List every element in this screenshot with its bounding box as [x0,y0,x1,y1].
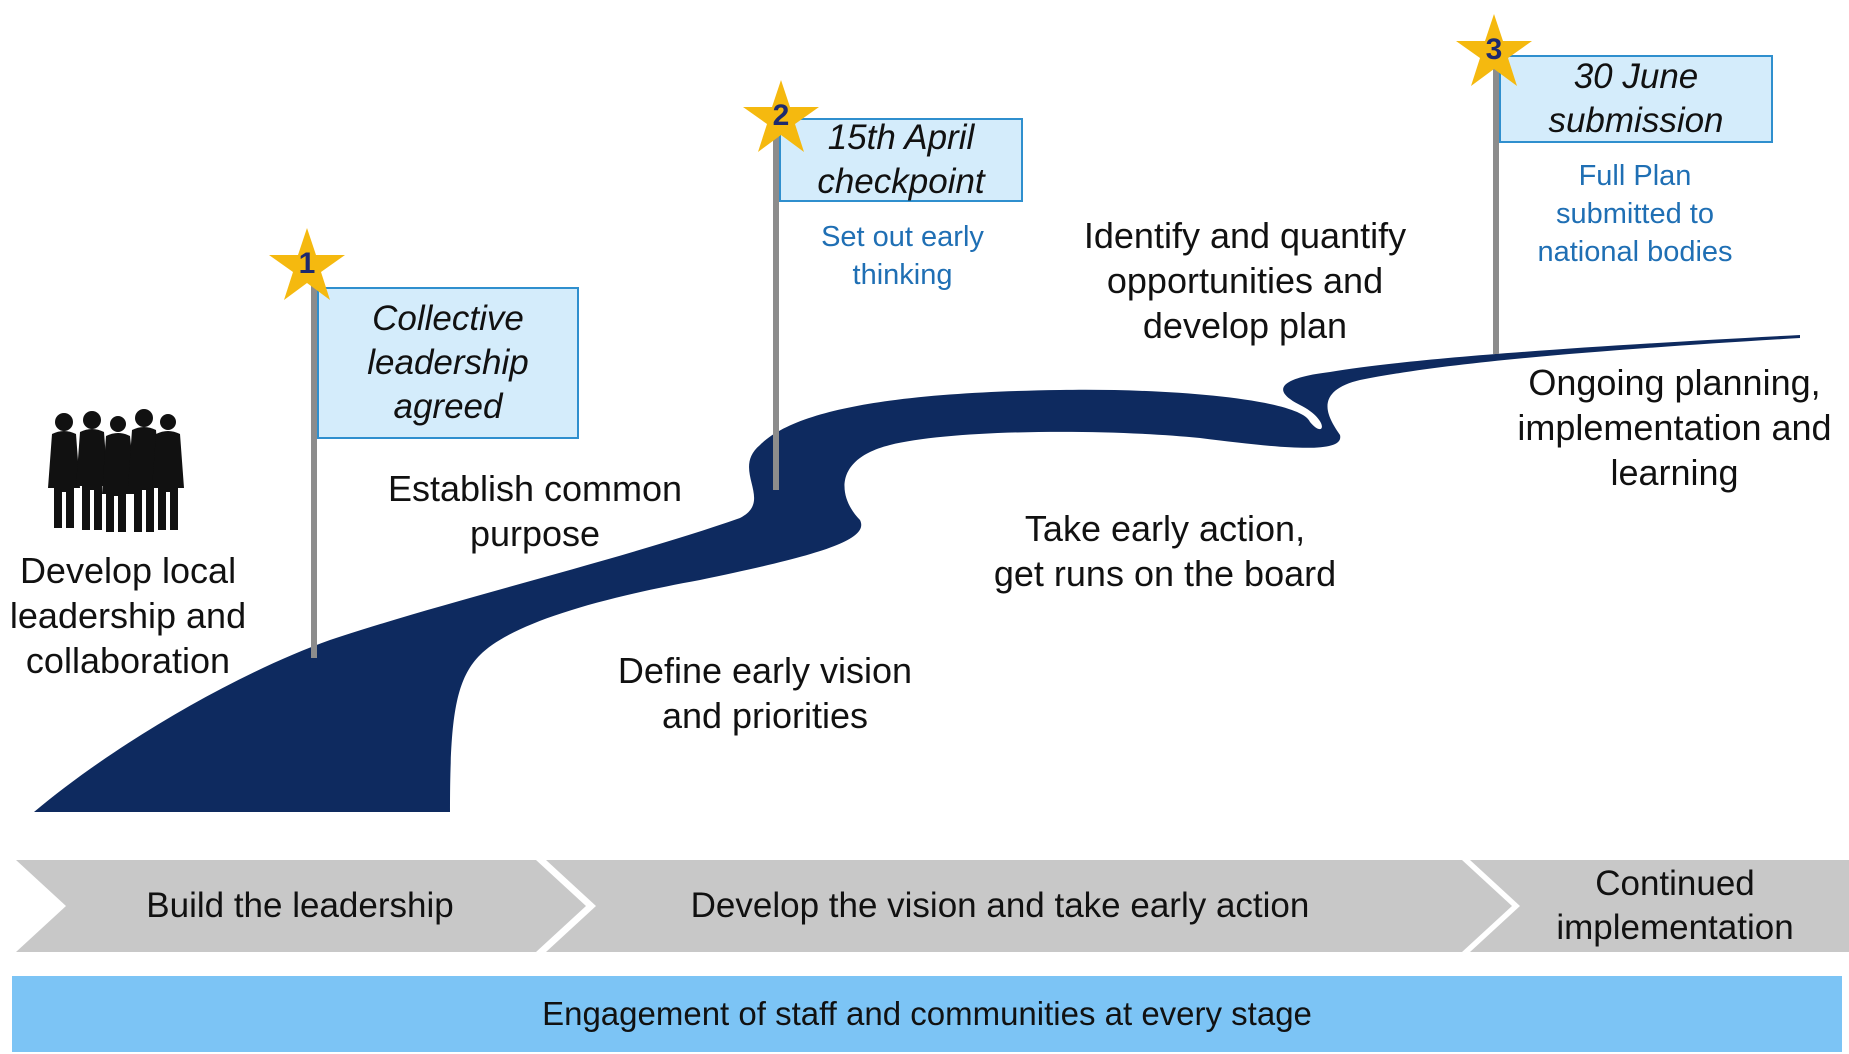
milestone-3-number: 3 [1485,33,1503,66]
people-silhouette-icon [48,409,184,532]
milestone-2-pole [773,108,779,490]
phase-build-leadership: Build the leadership [146,886,454,925]
milestone-3-note: Full Plan submitted to national bodies [1537,160,1733,268]
step-define-vision: Define early vision and priorities [617,650,913,736]
step-identify-opportunities: Identify and quantify opportunities and … [1083,215,1407,346]
step-establish-purpose: Establish common purpose [387,468,683,554]
milestone-3-flag: 30 June submission [1499,55,1773,143]
phase-arrows [16,860,1849,952]
milestone-1-number: 1 [298,247,316,280]
phase-2-arrow-shape [546,860,1512,952]
milestone-1-pole [311,280,317,658]
milestone-3-star-icon: 3 [1454,12,1534,92]
phase-develop-vision: Develop the vision and take early action [690,886,1310,925]
milestone-1-star-icon: 1 [267,226,347,306]
milestone-3-pole [1493,46,1499,354]
step-ongoing-planning: Ongoing planning, implementation and lea… [1517,362,1832,493]
milestone-2-number: 2 [772,99,790,132]
phase-3-arrow-shape [1470,860,1849,952]
phase-1-arrow-shape [16,860,586,952]
engagement-bar: Engagement of staff and communities at e… [12,976,1842,1052]
milestone-2-flag: 15th April checkpoint [779,118,1023,202]
people-label: Develop local leadership and collaborati… [9,550,247,681]
road-surface [34,335,1800,812]
milestone-2-note: Set out early thinking [821,221,984,291]
milestone-1-flag: Collective leadership agreed [317,287,579,439]
milestone-2-star-icon: 2 [741,78,821,158]
step-take-early-action: Take early action, get runs on the board [993,508,1337,594]
phase-continued-implementation: Continued implementation [1556,864,1794,947]
